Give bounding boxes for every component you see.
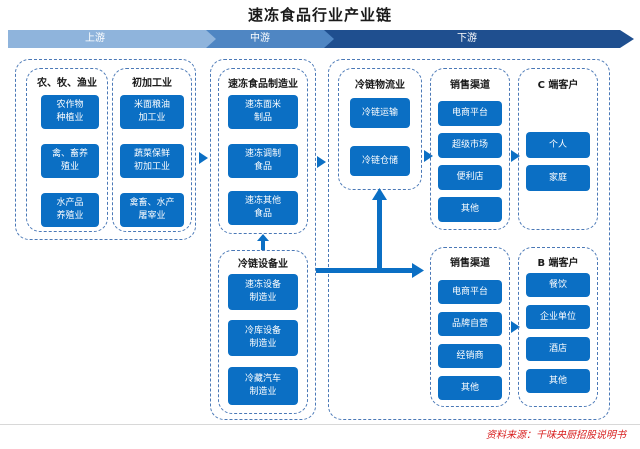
primary-group-title: 初加工业 [132,78,172,89]
channel-c-group [430,68,510,230]
customer-b-group [518,247,598,407]
customer-c-group-title: C 端客户 [537,80,579,91]
channel-b-item-ecommerce: 电商平台 [438,280,502,304]
upstream-frame [15,59,196,240]
coldequip-group-title: 冷链设备业 [238,259,288,270]
arrow-channel-to-customer-b [511,321,520,333]
channel-b-group [430,247,510,407]
customer-c-item-family: 家庭 [526,165,590,191]
logistics-item-storage: 冷链仓储 [350,146,410,176]
agri-group [26,68,108,232]
page-title: 速冻食品行业产业链 [247,6,392,24]
logistics-item-transport: 冷链运输 [350,98,410,128]
footer-divider [0,424,640,425]
channel-b-item-distributor: 经销商 [438,344,502,368]
logistics-group-title: 冷链物流业 [355,80,405,91]
channel-c-item-ecommerce: 电商平台 [438,101,502,126]
customer-c-group [518,68,598,230]
channel-c-item-other: 其他 [438,197,502,222]
channel-c-item-convenience: 便利店 [438,165,502,190]
downstream-frame [328,59,610,420]
coldequip-item-reefer-truck: 冷藏汽车 制造业 [228,367,298,405]
arrow-channel-to-customer-c [511,150,520,162]
channel-c-item-supermarket: 超级市场 [438,133,502,158]
banner-downstream-segment [324,30,634,48]
channel-b-item-other: 其他 [438,376,502,400]
channel-b-group-title: 销售渠道 [450,258,490,269]
customer-b-item-hotel: 酒店 [526,337,590,361]
arrow-coldequip-to-frozen [257,234,269,250]
stage-banner [8,30,634,48]
arrow-midstream-to-downstream [317,156,326,168]
agri-item-livestock: 禽、畜养 殖业 [41,144,99,178]
arrow-upstream-to-midstream [199,152,208,164]
frozen-item-other: 速冻其他 食品 [228,191,298,225]
customer-b-group-title: B 端客户 [537,258,579,269]
cold-chain-connector-arrows [316,188,424,278]
customer-b-item-catering: 餐饮 [526,273,590,297]
stage-midstream-label: 中游 [250,33,270,44]
agri-group-title: 农、牧、渔业 [37,78,97,89]
frozen-group [218,68,308,234]
primary-item-grain: 米面粮油 加工业 [120,95,184,129]
frozen-item-prepared: 速冻调制 食品 [228,144,298,178]
arrow-logistics-to-channel-c [424,150,433,162]
frozen-group-title: 速冻食品制造业 [228,79,298,90]
primary-item-vegetable: 蔬菜保鲜 初加工业 [120,144,184,178]
channel-c-group-title: 销售渠道 [450,80,490,91]
banner-upstream-segment [8,30,218,48]
midstream-frame [210,59,316,420]
coldequip-group [218,250,308,414]
frozen-item-noodle-rice: 速冻面米 制品 [228,95,298,129]
customer-b-item-enterprise: 企业单位 [526,305,590,329]
banner-midstream-segment [206,30,336,48]
stage-upstream-label: 上游 [85,33,105,44]
stage-downstream-label: 下游 [457,33,477,44]
primary-item-slaughter: 禽畜、水产 屠宰业 [120,193,184,227]
channel-b-item-brand-direct: 品牌自营 [438,312,502,336]
coldequip-item-coldstorage: 冷库设备 制造业 [228,320,298,356]
agri-item-crops: 农作物 种植业 [41,95,99,129]
source-note: 资料来源：千味央厨招股说明书 [486,430,626,441]
agri-item-aquaculture: 水产品 养殖业 [41,193,99,227]
customer-c-item-individual: 个人 [526,132,590,158]
coldequip-item-freezing: 速冻设备 制造业 [228,274,298,310]
primary-group [112,68,192,232]
customer-b-item-other: 其他 [526,369,590,393]
